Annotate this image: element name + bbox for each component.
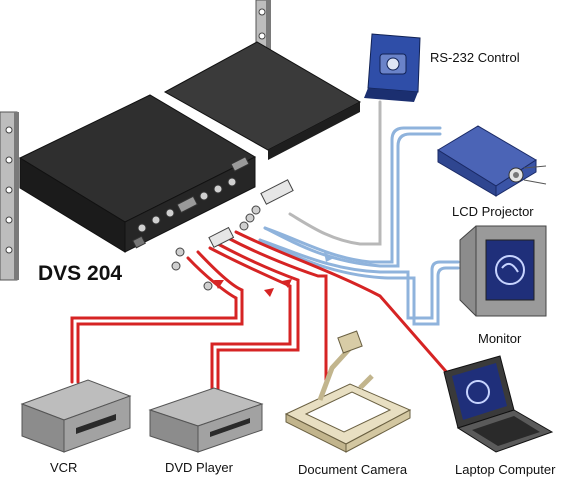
input-arrow (264, 288, 274, 297)
control-cable (288, 100, 382, 246)
dvd-label: DVD Player (165, 460, 234, 475)
projector-label: LCD Projector (452, 204, 534, 219)
lcd-projector (437, 125, 547, 197)
doccam-label: Document Camera (298, 462, 408, 477)
monitor (459, 225, 547, 317)
rs232-label: RS-232 Control (430, 50, 520, 65)
rack-rail-left (0, 111, 19, 281)
dvs-204-unit (18, 94, 257, 253)
input-cables (70, 230, 452, 397)
laptop-computer (443, 355, 554, 453)
document-camera (284, 330, 412, 453)
vcr-label: VCR (50, 460, 77, 475)
rs232-control-panel (364, 33, 421, 102)
vcr (20, 379, 132, 453)
rack-shelf (163, 41, 362, 160)
input-arrow (214, 280, 224, 289)
output-arrow (324, 252, 334, 262)
monitor-label: Monitor (478, 331, 522, 346)
unit-label: DVS 204 (38, 262, 122, 285)
output-cables (258, 126, 460, 326)
laptop-label: Laptop Computer (455, 462, 556, 477)
dvd-player (148, 387, 264, 453)
input-arrow (282, 279, 292, 288)
cable-plugs (171, 179, 294, 291)
